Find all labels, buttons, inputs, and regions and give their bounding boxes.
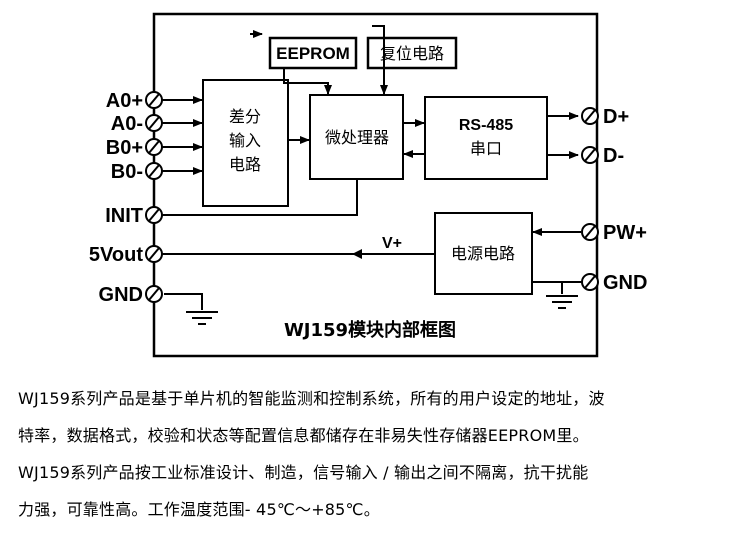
pin-init: INIT — [105, 205, 143, 227]
eeprom-label: EEPROM — [276, 44, 350, 63]
diff-input-label-3: 电路 — [229, 155, 261, 174]
ground-symbol-right — [546, 295, 578, 309]
power-label: 电源电路 — [451, 244, 515, 263]
pin-d-plus: D+ — [603, 106, 629, 128]
reset-label: 复位电路 — [380, 44, 444, 63]
module-block-diagram: EEPROM 复位电路 差分 输入 电路 微处理器 RS-485 串口 电源电路… — [89, 12, 647, 358]
description-line-3: WJ159系列产品按工业标准设计、制造，信号输入 / 输出之间不隔离，抗干扰能 — [18, 463, 589, 482]
pin-a0-plus: A0+ — [106, 90, 143, 112]
diagram-caption: WJ159模块内部框图 — [284, 319, 456, 341]
pin-a0-minus: A0- — [111, 113, 143, 135]
mcu-block — [309, 94, 404, 180]
description-line-1: WJ159系列产品是基于单片机的智能监测和控制系统，所有的用户设定的地址，波 — [18, 389, 605, 408]
vplus-label: V+ — [382, 235, 402, 252]
pin-gnd-left: GND — [99, 284, 143, 306]
eeprom-connector — [283, 68, 332, 95]
input-wires — [161, 96, 203, 175]
pin-gnd-right: GND — [603, 272, 647, 294]
rs485-label-2: 串口 — [470, 139, 502, 158]
description-line-4: 力强，可靠性高。工作温度范围- 45℃～+85℃。 — [18, 500, 380, 519]
reset-connector — [372, 25, 388, 95]
module-frame — [152, 12, 599, 358]
vout-arrow — [352, 249, 362, 259]
pin-b0-plus: B0+ — [106, 137, 143, 159]
pin-pw-plus: PW+ — [603, 222, 647, 244]
mcu-label: 微处理器 — [325, 128, 389, 147]
eeprom-block — [268, 36, 358, 70]
diff-input-block — [202, 79, 289, 207]
right-terminals — [581, 107, 599, 291]
diff-input-label-2: 输入 — [229, 131, 261, 150]
reset-block — [366, 36, 458, 70]
rs485-block — [424, 96, 548, 180]
left-terminals — [145, 91, 163, 303]
diff-input-label-1: 差分 — [229, 107, 261, 126]
gnd-left-wire — [164, 293, 203, 310]
power-block — [434, 212, 533, 295]
init-wire — [162, 179, 358, 216]
pin-d-minus: D- — [603, 145, 624, 167]
description-line-2: 特率，数据格式，校验和状态等配置信息都储存在非易失性存储器EEPROM里。 — [18, 426, 589, 445]
pin-5vout: 5Vout — [89, 244, 143, 266]
ground-symbol-left — [186, 311, 218, 325]
rs485-label-1: RS-485 — [459, 117, 513, 134]
pin-b0-minus: B0- — [111, 161, 143, 183]
